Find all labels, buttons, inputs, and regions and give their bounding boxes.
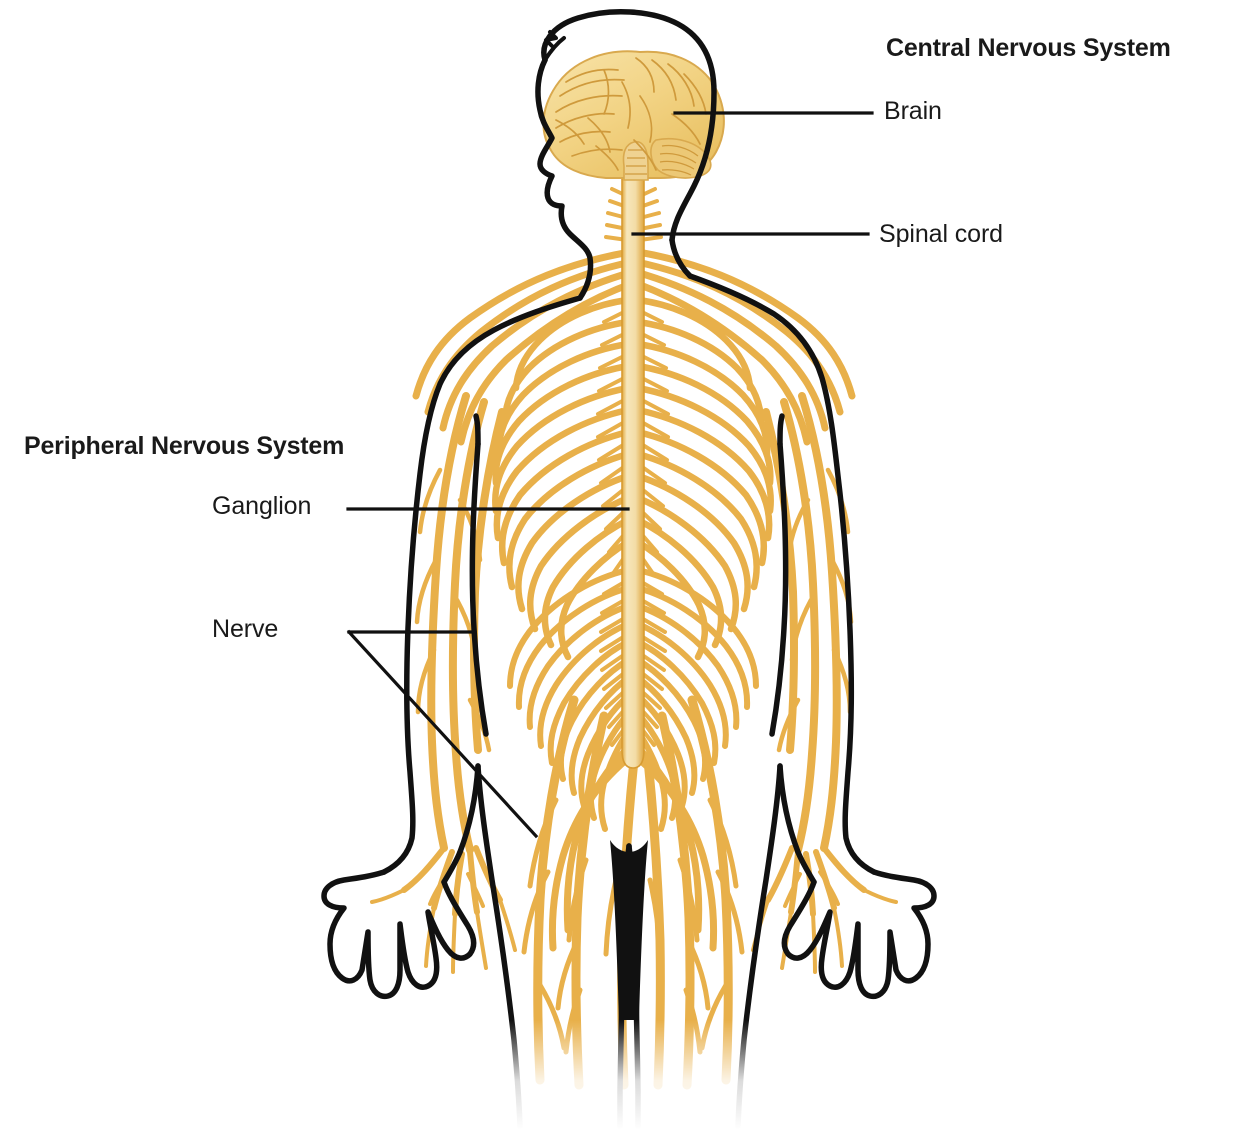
cerebellum-folia <box>659 144 699 176</box>
label-spinal-cord: Spinal cord <box>879 220 1003 248</box>
arm-nerves-right <box>762 392 841 854</box>
label-brain: Brain <box>884 97 942 125</box>
pns-group-title: Peripheral Nervous System <box>24 432 345 460</box>
crotch-shadow <box>610 840 648 1020</box>
lumbar-plexus-right <box>635 567 759 832</box>
bottom-fade <box>0 1020 1250 1130</box>
label-nerve: Nerve <box>212 615 279 643</box>
leader-lines <box>346 111 874 839</box>
spinal-cord <box>621 167 645 769</box>
cns-group-title: Central Nervous System <box>886 34 1171 62</box>
brain <box>542 50 725 181</box>
cauda-equina <box>548 744 718 952</box>
intercostal-nerves-left <box>492 296 632 661</box>
leader-nerve-leg <box>346 629 539 839</box>
intercostal-nerves-right <box>634 296 774 661</box>
gyri-sulci <box>555 57 707 171</box>
label-ganglion: Ganglion <box>212 492 312 520</box>
